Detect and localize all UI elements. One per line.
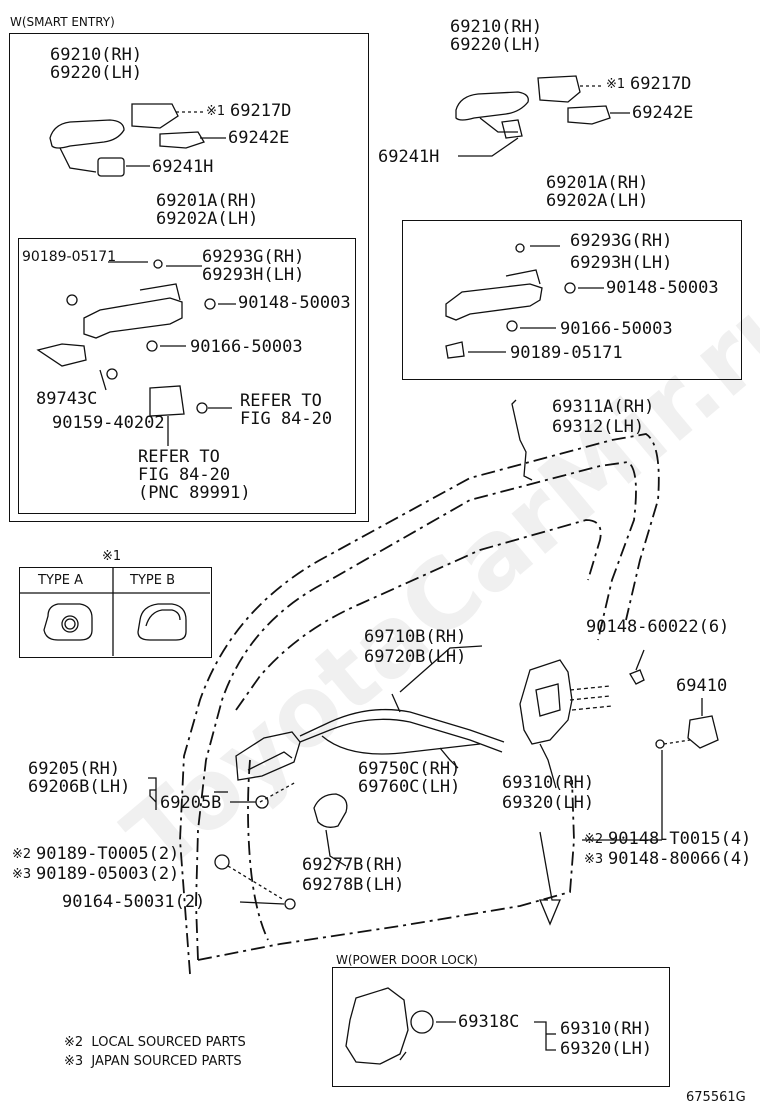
cable-lh: 69720B(LH) <box>364 647 467 667</box>
power-title: W(POWER DOOR LOCK) <box>336 953 478 967</box>
se-refer2b: FIG 84-20 <box>138 465 231 485</box>
cable2-lh: 69760C(LH) <box>358 777 461 797</box>
power-lock-box <box>332 967 670 1087</box>
part2-a: 90189-T0005(2) <box>36 844 180 864</box>
se-sub-rh: 69293G(RH) <box>202 247 305 267</box>
se-refer2c: (PNC 89991) <box>138 483 251 503</box>
part3-b: 90148-80066(4) <box>608 849 752 869</box>
note3-a: ※3 <box>12 867 32 882</box>
se-cover: 69217D <box>230 101 292 121</box>
striker: 69410 <box>676 676 728 696</box>
rod-lh: 69312(LH) <box>552 417 645 437</box>
frame-lh: 69206B(LH) <box>28 777 131 797</box>
se-refer1b: FIG 84-20 <box>240 409 333 429</box>
smart-entry-title: W(SMART ENTRY) <box>10 15 115 29</box>
rt-cover-note: ※1 <box>606 77 626 92</box>
rt-sub-lh: 69293H(LH) <box>570 253 673 273</box>
cable2-rh: 69750C(RH) <box>358 759 461 779</box>
pad-lh: 69278B(LH) <box>302 875 405 895</box>
se-cover-note: ※1 <box>206 104 226 119</box>
rt-pad: 69242E <box>632 103 694 123</box>
smart-entry-inner-box <box>18 238 356 514</box>
se-pad2: 69241H <box>152 157 214 177</box>
lock-rh: 69310(RH) <box>502 773 595 793</box>
type-note: ※1 <box>102 549 122 564</box>
rt-handle-lh: 69220(LH) <box>450 35 543 55</box>
smart-entry-box <box>9 33 369 522</box>
se-screw: 90159-40202 <box>52 413 165 433</box>
figure-id: 675561G <box>686 1090 746 1105</box>
se-bracket: 89743C <box>36 389 98 409</box>
type-box <box>19 567 212 658</box>
se-refer1a: REFER TO <box>240 391 322 411</box>
se-sub-lh: 69293H(LH) <box>202 265 305 285</box>
se-bolt2: 90166-50003 <box>190 337 303 357</box>
power-lock-lh: 69320(LH) <box>560 1039 653 1059</box>
part3-a: 90189-05003(2) <box>36 864 180 884</box>
note2-b: ※2 <box>584 832 604 847</box>
power-lock-rh: 69310(RH) <box>560 1019 653 1039</box>
type-a-label: TYPE A <box>38 573 83 588</box>
cable-rh: 69710B(RH) <box>364 627 467 647</box>
se-handle-lh: 69220(LH) <box>50 63 143 83</box>
note3-b: ※3 <box>584 852 604 867</box>
rt-bolt2: 90166-50003 <box>560 319 673 339</box>
rt-clip: 90189-05171 <box>510 343 623 363</box>
right-frame-box <box>402 220 742 380</box>
legend-local: ※2 LOCAL SOURCED PARTS <box>64 1035 246 1050</box>
se-bolt1: 90148-50003 <box>238 293 351 313</box>
note2-a: ※2 <box>12 847 32 862</box>
power-cap: 69318C <box>458 1012 520 1032</box>
rt-frame-lh: 69202A(LH) <box>546 191 649 211</box>
part-screw: 90164-50031(2) <box>62 892 206 912</box>
se-frame-lh: 69202A(LH) <box>156 209 259 229</box>
rt-bolt1: 90148-50003 <box>606 278 719 298</box>
screw6: 90148-60022(6) <box>586 617 730 637</box>
type-b-label: TYPE B <box>130 573 175 588</box>
legend-japan: ※3 JAPAN SOURCED PARTS <box>64 1054 242 1069</box>
se-clip: 90189-05171 <box>22 249 117 265</box>
frame-rh: 69205(RH) <box>28 759 121 779</box>
rt-handle-rh: 69210(RH) <box>450 17 543 37</box>
rt-sub-rh: 69293G(RH) <box>570 231 673 251</box>
rt-frame-rh: 69201A(RH) <box>546 173 649 193</box>
part2-b: 90148-T0015(4) <box>608 829 752 849</box>
frame-part: 69205B <box>160 793 222 813</box>
pad-rh: 69277B(RH) <box>302 855 405 875</box>
se-pad: 69242E <box>228 128 290 148</box>
se-frame-rh: 69201A(RH) <box>156 191 259 211</box>
rod-rh: 69311A(RH) <box>552 397 655 417</box>
rt-pad2: 69241H <box>378 147 440 167</box>
se-handle-rh: 69210(RH) <box>50 45 143 65</box>
rt-cover: 69217D <box>630 74 692 94</box>
lock-lh: 69320(LH) <box>502 793 595 813</box>
se-refer2a: REFER TO <box>138 447 220 467</box>
